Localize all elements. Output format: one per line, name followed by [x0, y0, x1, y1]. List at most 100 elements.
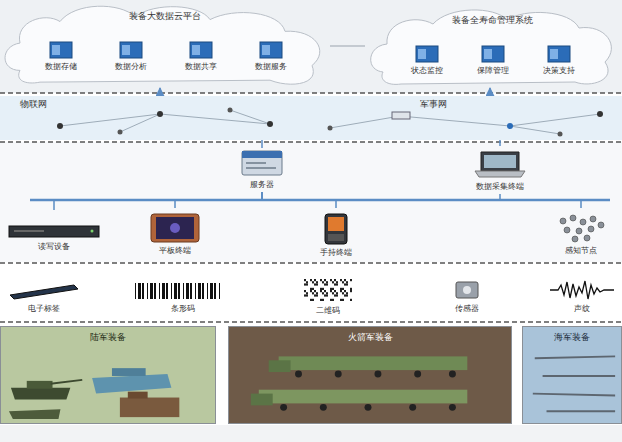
art-shape: [523, 327, 621, 423]
art-shape: [374, 371, 381, 378]
art-shape: [27, 381, 53, 389]
connector: [54, 192, 262, 210]
art-shape: [312, 282, 314, 284]
art-shape: [192, 45, 200, 55]
art-shape: [320, 279, 322, 281]
art-shape: [449, 404, 456, 411]
art-shape: [171, 283, 172, 299]
art-shape: [52, 45, 60, 55]
art-shape: [336, 293, 338, 295]
art-shape: [128, 392, 148, 399]
art-shape: [484, 155, 516, 168]
art-shape: [344, 279, 346, 281]
node-label: 电子标签: [28, 304, 60, 314]
art-shape: [260, 42, 282, 58]
art-shape: [336, 284, 338, 286]
art-shape: [350, 299, 352, 301]
device-node: 数据共享: [170, 30, 232, 74]
art-shape: [580, 219, 586, 225]
art-shape: [178, 283, 180, 299]
art-shape: [214, 283, 216, 299]
node-label: 读写设备: [38, 242, 70, 252]
art-shape: [597, 111, 603, 117]
art-shape: [332, 293, 334, 295]
node-label: 感知节点: [565, 246, 597, 256]
node-label: 保障管理: [477, 66, 509, 76]
art-shape: [251, 394, 273, 406]
art-shape: [14, 230, 44, 232]
cloud-node: 装备全寿命管理系统状态监控保障管理决策支持: [365, 6, 620, 88]
node-label: 数据共享: [185, 62, 217, 72]
art-shape: [304, 279, 306, 281]
art-shape: [332, 299, 334, 301]
art-shape: [346, 293, 348, 295]
art-shape: [324, 279, 326, 281]
art-shape: [325, 214, 347, 244]
connector: [159, 88, 161, 96]
art-shape: [312, 299, 314, 301]
art-shape: [322, 282, 324, 284]
device-node: 数据采集终端: [452, 146, 548, 194]
art-shape: [314, 284, 316, 286]
reader-device-icon: [8, 223, 100, 239]
art-shape: [1, 327, 215, 423]
art-shape: [548, 46, 570, 62]
art-shape: [314, 279, 316, 281]
art-shape: [550, 281, 614, 299]
device-node: 电子标签: [4, 268, 84, 316]
art-shape: [57, 123, 63, 129]
art-shape: [414, 371, 421, 378]
art-shape: [228, 108, 233, 113]
art-shape: [507, 123, 513, 129]
connector: [489, 88, 491, 96]
art-shape: [365, 404, 372, 411]
server-icon: [547, 45, 571, 63]
art-shape: [312, 288, 314, 290]
art-shape: [418, 49, 426, 59]
art-shape: [91, 230, 94, 233]
server-icon: [189, 41, 213, 59]
art-shape: [484, 49, 492, 59]
connector: [175, 192, 262, 208]
art-shape: [295, 371, 302, 378]
art-shape: [322, 299, 324, 301]
art-shape: [150, 283, 153, 299]
art-shape: [543, 375, 616, 377]
node-label: 服务器: [250, 180, 274, 190]
art-shape: [324, 290, 326, 292]
network-band: 物联网军事网: [0, 96, 622, 140]
art-shape: [326, 293, 328, 295]
art-shape: [334, 290, 336, 292]
art-shape: [588, 226, 594, 232]
node-label: 数据采集终端: [476, 182, 524, 192]
art-shape: [342, 282, 344, 284]
node-label: 数据服务: [255, 62, 287, 72]
node-label: 决策支持: [543, 66, 575, 76]
cloud-node: 装备大数据云平台数据存储数据分析数据共享数据服务: [0, 2, 330, 88]
art-shape: [10, 285, 78, 299]
connector: [500, 194, 581, 208]
rfid-tag-icon: [8, 281, 80, 301]
art-shape: [310, 288, 312, 290]
art-shape: [482, 46, 504, 62]
art-shape: [334, 295, 336, 297]
art-shape: [584, 235, 590, 241]
art-shape: [195, 283, 196, 299]
network-art: [0, 96, 622, 140]
art-shape: [330, 299, 332, 301]
device-node: 传感器: [432, 268, 502, 316]
art-shape: [392, 112, 410, 119]
art-shape: [306, 295, 308, 297]
art-shape: [316, 295, 318, 297]
art-shape: [279, 356, 468, 370]
art-shape: [60, 110, 600, 134]
heading-text: 陆军装备: [90, 332, 126, 343]
node-label: 声纹: [574, 304, 590, 314]
art-shape: [229, 327, 511, 423]
heading-text: 海军装备: [554, 332, 590, 343]
connector: [262, 192, 336, 208]
art-shape: [350, 290, 352, 292]
art-shape: [342, 288, 344, 290]
heading-text: 火箭军装备: [348, 332, 393, 343]
art-shape: [118, 130, 123, 135]
